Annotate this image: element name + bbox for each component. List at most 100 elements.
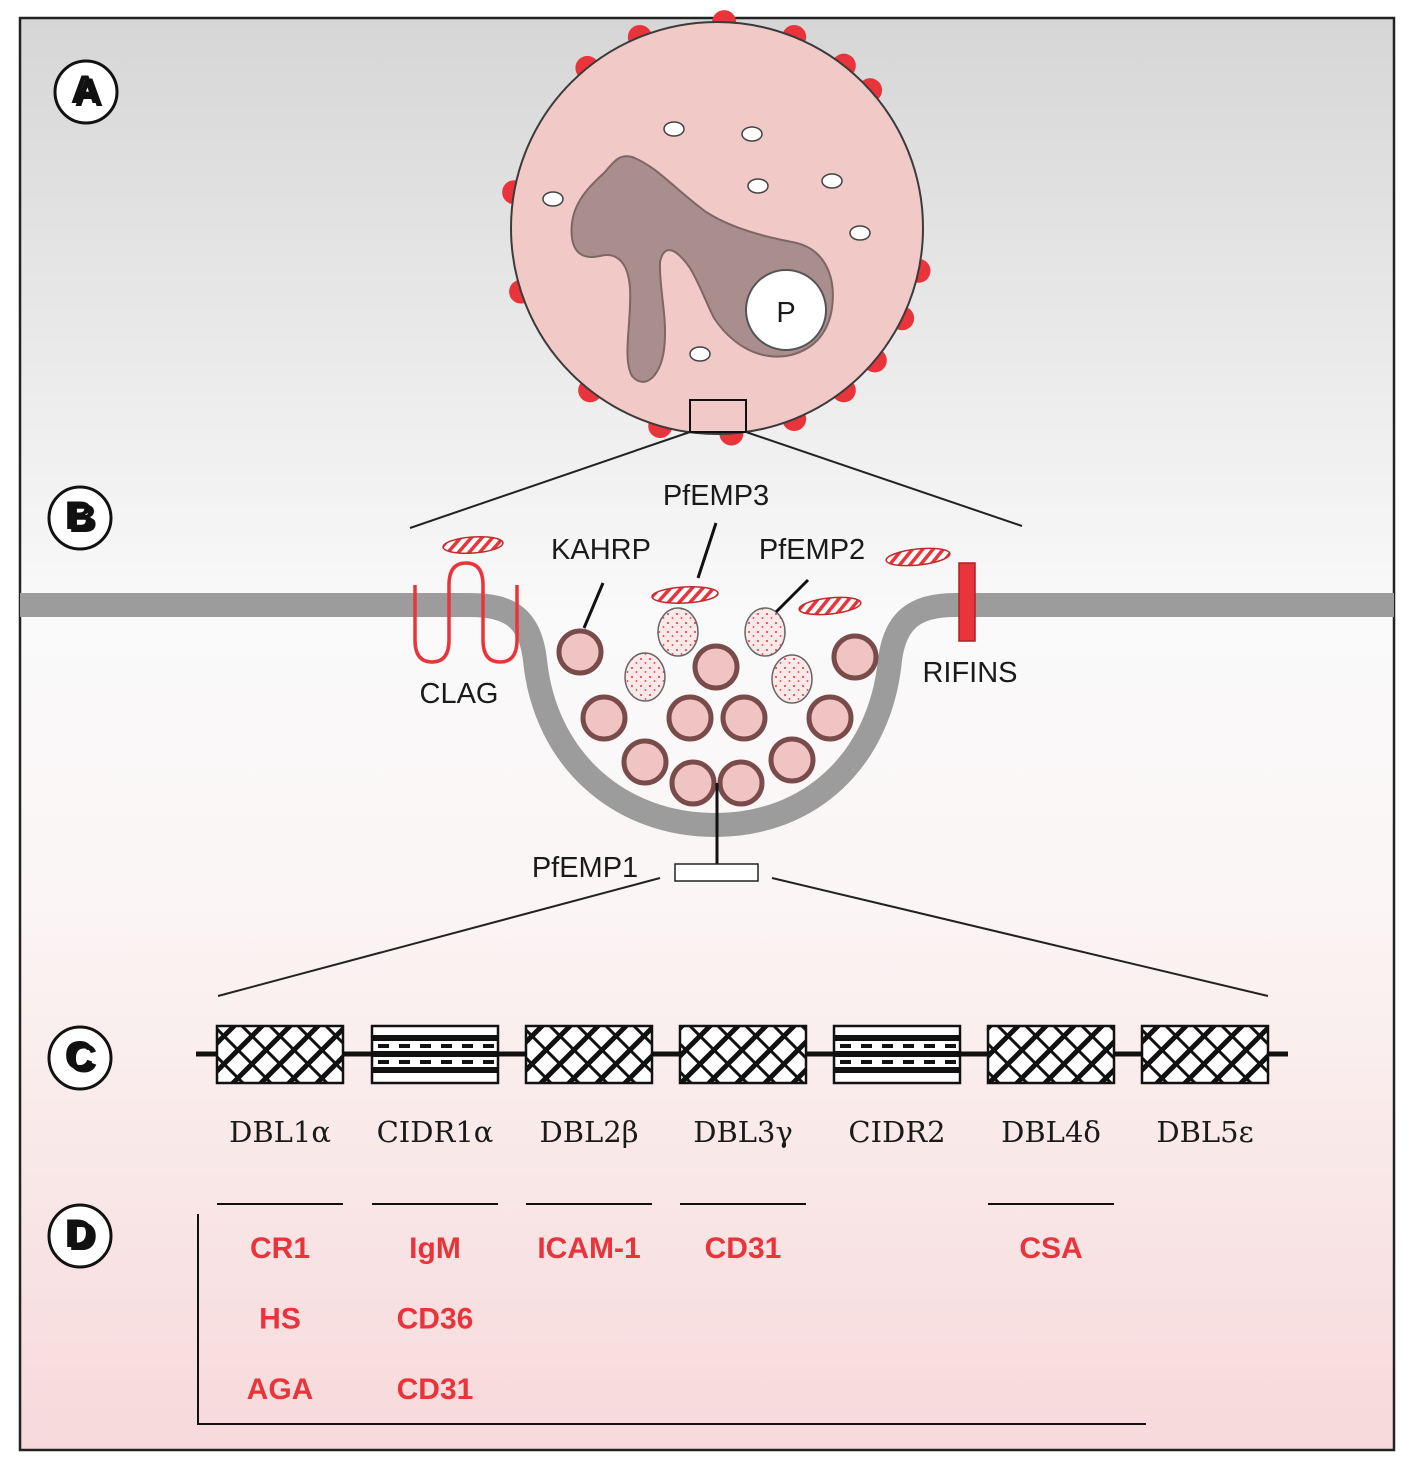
clag-protein <box>413 561 519 664</box>
cidr-dash <box>840 1060 851 1064</box>
panel-d-letter-shadow: D <box>69 1215 98 1259</box>
panel-d-badge: D D <box>47 1203 113 1269</box>
receptor-table-bracket <box>197 1214 1146 1425</box>
dbl-domain-box <box>215 1024 345 1085</box>
cidr-stripe <box>372 1035 498 1041</box>
cidr-dash <box>420 1060 431 1064</box>
cidr-stripe <box>372 1051 498 1057</box>
knob-complex <box>806 694 854 742</box>
parasite-label: P <box>776 297 795 329</box>
pfemp3-hatched-ellipses <box>442 535 951 616</box>
receptor-label: CD36 <box>397 1303 474 1336</box>
cidr-stripe <box>834 1067 960 1073</box>
receptor-column-4: CSA <box>988 1203 1114 1265</box>
knob-complex <box>831 633 879 681</box>
knob-complex <box>768 736 816 784</box>
cidr-dash <box>903 1060 914 1064</box>
cidr-dash <box>882 1044 893 1048</box>
knob-complex <box>556 628 604 676</box>
domain-label: DBL4δ <box>1001 1115 1101 1149</box>
zoom-line-left <box>409 431 691 529</box>
domain-label: DBL5ε <box>1156 1115 1253 1149</box>
receptor-column-3: CD31 <box>680 1203 806 1265</box>
knob-complex <box>669 759 717 807</box>
dbl-domain-box <box>1140 1024 1270 1085</box>
panel-d-letter: D <box>65 1212 94 1256</box>
zoom-line-pfemp1-right <box>771 877 1269 997</box>
pfemp2-dotted-vesicles <box>624 607 813 704</box>
knob-complex <box>621 738 669 786</box>
dbl-domain-box <box>524 1024 654 1085</box>
cidr-stripe <box>834 1035 960 1041</box>
label-pfemp2: PfEMP2 <box>759 534 865 566</box>
domain-1: CIDR1α <box>370 1024 500 1149</box>
cidr-dash <box>462 1044 473 1048</box>
zoom-box-a <box>689 399 747 433</box>
panel-c-letter-shadow: C <box>69 1037 98 1081</box>
knob-complex <box>692 643 740 691</box>
panel-a-letter: A <box>71 68 100 112</box>
label-rifins: RIFINS <box>922 657 1017 689</box>
receptor-column-2: ICAM-1 <box>526 1203 652 1265</box>
domain-3: DBL3γ <box>678 1024 808 1149</box>
cidr-dash <box>945 1060 956 1064</box>
receptor-label: AGA <box>247 1373 314 1406</box>
label-kahrp: KAHRP <box>551 534 651 566</box>
cidr-stripe <box>372 1067 498 1073</box>
receptor-label: CR1 <box>250 1232 310 1265</box>
knob-complex <box>717 759 765 807</box>
panel-b-badge: B B <box>47 485 113 551</box>
cidr-dash <box>420 1044 431 1048</box>
cidr-dash <box>378 1060 389 1064</box>
cidr-dash <box>483 1060 494 1064</box>
label-pfemp3: PfEMP3 <box>663 480 769 512</box>
cidr-dash <box>882 1060 893 1064</box>
cidr-dash <box>462 1060 473 1064</box>
rbc-membrane-knob <box>20 593 1394 838</box>
receptor-label: CD31 <box>705 1232 782 1265</box>
cidr-dash <box>861 1044 872 1048</box>
domain-label: CIDR2 <box>848 1115 945 1149</box>
cidr-dash <box>441 1044 452 1048</box>
cidr-dash <box>945 1044 956 1048</box>
domain-0: DBL1α <box>215 1024 345 1149</box>
domain-label: DBL2β <box>539 1115 638 1149</box>
parasite-nucleus <box>745 269 827 351</box>
kahrp-knob-complexes <box>556 628 879 807</box>
knob-complex <box>580 694 628 742</box>
leader-lines <box>582 522 810 864</box>
panel-c-badge: C C <box>47 1025 113 1091</box>
domain-2: DBL2β <box>524 1024 654 1149</box>
label-pfemp1: PfEMP1 <box>532 852 638 884</box>
infected-red-blood-cell: P <box>502 10 931 446</box>
panel-b-letter: B <box>65 494 94 538</box>
receptor-label: IgM <box>409 1232 461 1265</box>
panel-c-letter: C <box>65 1034 94 1078</box>
cidr-dash <box>924 1044 935 1048</box>
cidr-stripe <box>834 1051 960 1057</box>
label-clag: CLAG <box>420 678 499 710</box>
domain-label: DBL1α <box>229 1115 331 1149</box>
receptor-label: HS <box>259 1303 301 1336</box>
domain-label: CIDR1α <box>377 1115 494 1149</box>
cidr-dash <box>861 1060 872 1064</box>
rifin-protein <box>958 562 976 642</box>
panel-a-letter-shadow: A <box>75 71 104 115</box>
cidr-dash <box>924 1060 935 1064</box>
cidr-dash <box>399 1060 410 1064</box>
zoom-line-pfemp1-left <box>217 877 661 997</box>
cidr-dash <box>441 1060 452 1064</box>
cidr-dash <box>483 1044 494 1048</box>
dbl-domain-box <box>678 1024 808 1085</box>
domain-6: DBL5ε <box>1140 1024 1270 1149</box>
receptor-label: CSA <box>1019 1232 1082 1265</box>
zoom-line-right <box>745 431 1023 527</box>
cidr-dash <box>378 1044 389 1048</box>
receptor-label: ICAM-1 <box>537 1232 640 1265</box>
cidr-dash <box>903 1044 914 1048</box>
